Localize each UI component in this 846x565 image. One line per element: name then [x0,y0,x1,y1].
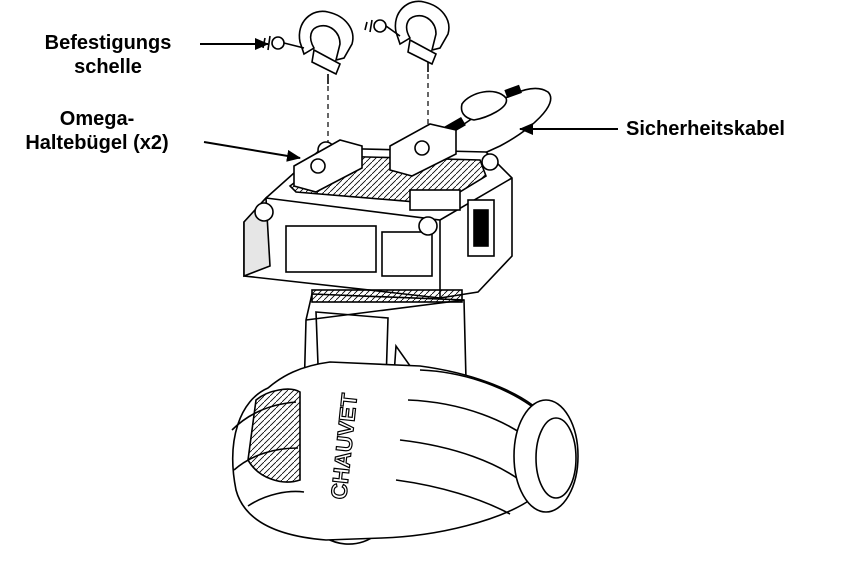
omega-label-line1: Omega- [59,108,135,130]
clamp-label: Befestigungs schelle [24,31,192,79]
mounting-clamp-left [262,10,354,84]
fixture-head [231,361,579,541]
omega-label-line2: Haltebügel (x2) [25,132,169,154]
safety-cable-label: Sicherheitskabel [626,118,785,140]
fixture-base [243,123,513,299]
callout-arrows [200,38,618,162]
clamp-label-line2: schelle [74,56,142,78]
clamp-label-line1: Befestigungs [44,32,172,54]
omega-bracket-label: Omega- Haltebügel (x2) [2,107,192,155]
alignment-lines [327,74,429,148]
mounting-clamp-right [364,0,450,72]
omega-arrow [203,141,301,162]
